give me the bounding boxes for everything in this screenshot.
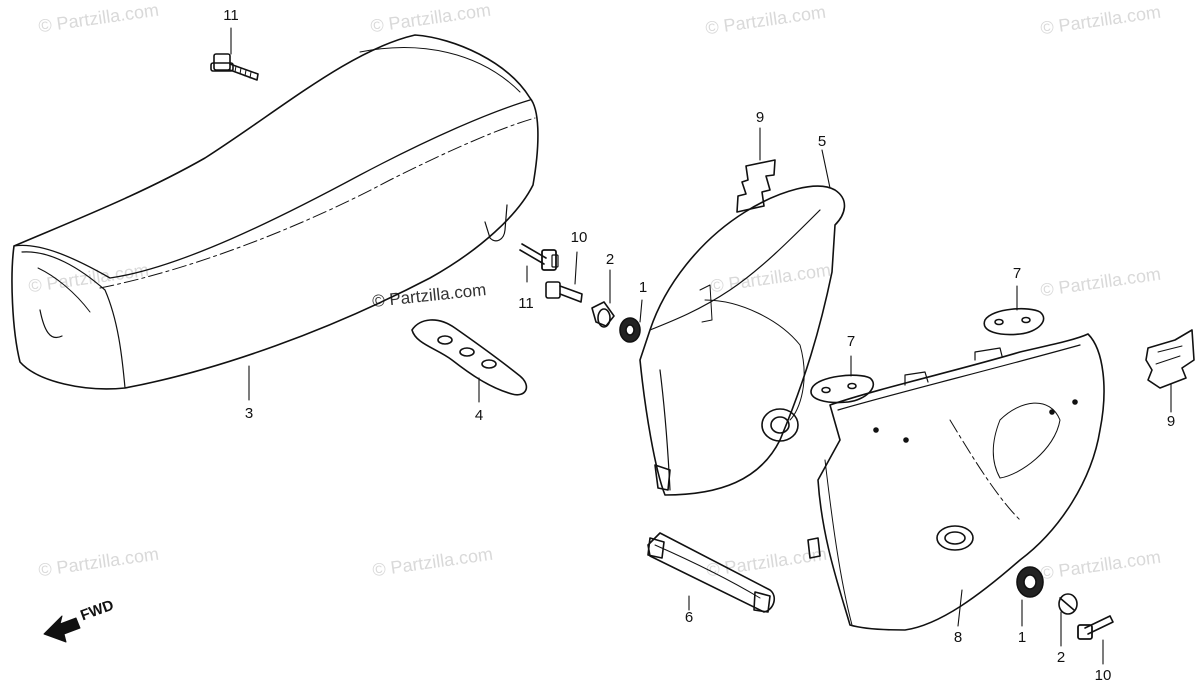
bracket-part-6	[647, 532, 776, 613]
clip-part-9-right	[1145, 329, 1195, 389]
callout-6: 6	[684, 609, 694, 626]
callout-2: 2	[605, 251, 615, 268]
bolt-part-11	[210, 53, 259, 81]
callout-4: 4	[474, 407, 484, 424]
clip-part-9	[736, 159, 776, 213]
collar-part-2-lower	[1058, 593, 1078, 615]
callout-9: 9	[1166, 413, 1176, 430]
callout-1: 1	[638, 279, 648, 296]
forward-arrow-icon	[43, 615, 81, 643]
grommet-part-1	[619, 317, 641, 343]
callout-5: 5	[817, 133, 827, 150]
side-cover-part-5	[639, 185, 846, 496]
callout-11: 11	[223, 7, 239, 24]
callout-3: 3	[244, 405, 254, 422]
callout-7: 7	[846, 333, 856, 350]
callout-1: 1	[1017, 629, 1027, 646]
collar-part-2	[591, 301, 615, 328]
bolt-part-11-center	[519, 243, 559, 271]
seat-part-3	[11, 34, 539, 390]
pad-part-7-upper	[983, 307, 1045, 336]
strap-part-4	[411, 319, 528, 396]
bolt-part-10	[545, 281, 583, 303]
side-cover-part-8	[807, 333, 1105, 631]
callout-11: 11	[518, 295, 534, 312]
grommet-part-1-lower	[1016, 566, 1044, 598]
callout-9: 9	[755, 109, 765, 126]
leader-lines	[230, 27, 1172, 665]
bolt-part-10-lower	[1077, 615, 1114, 640]
callout-10: 10	[570, 229, 588, 246]
callout-10: 10	[1094, 667, 1112, 684]
pad-part-7-lower	[810, 374, 875, 404]
callout-8: 8	[953, 629, 963, 646]
callout-2: 2	[1056, 649, 1066, 666]
callout-7: 7	[1012, 265, 1022, 282]
